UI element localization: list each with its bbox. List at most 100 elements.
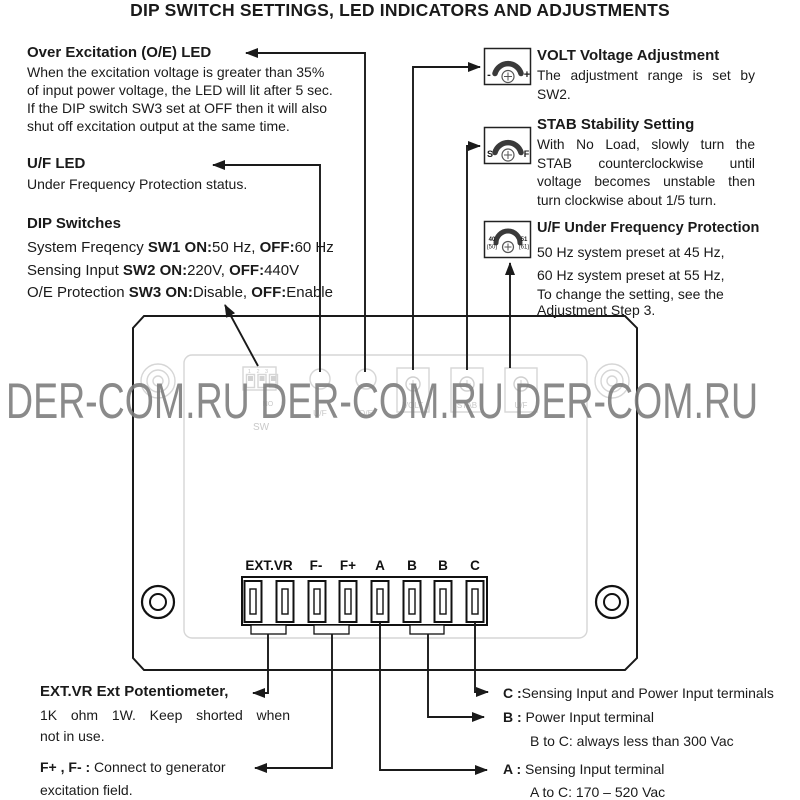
stab-line2: STAB counterclockwise until xyxy=(537,155,755,171)
uf-preset-50: 50 Hz system preset at 45 Hz, xyxy=(537,244,725,260)
uf-note-line1: To change the setting, see the xyxy=(537,286,724,302)
dip-row1-pre: System Freqency xyxy=(27,239,148,256)
dip-row3-off: OFF: xyxy=(251,284,287,301)
b-terminal-label: B : xyxy=(503,709,522,725)
oe-led-description: When the excitation voltage is greater t… xyxy=(27,63,333,135)
f-terminal-text: Connect to generator xyxy=(90,759,226,775)
dip-row3-sw: SW3 ON: xyxy=(128,284,193,301)
stab-callout-line xyxy=(466,141,481,370)
led-oe-lamp xyxy=(355,368,377,390)
terminal-block xyxy=(241,576,488,635)
volt-line2: SW2. xyxy=(537,86,571,102)
pot3-label: U/F xyxy=(515,401,528,410)
uf-arc xyxy=(493,228,523,246)
stab-screw-icon xyxy=(501,148,515,162)
dip-row3-off-value: Enable xyxy=(286,284,333,301)
dip-sw-label: SW xyxy=(253,422,270,433)
uf-screw-icon xyxy=(501,240,515,254)
terminal-label-b2: B xyxy=(438,558,448,573)
stab-line3: voltage becomes unstable then xyxy=(537,174,755,189)
dip-row1-on-value: 50 Hz, xyxy=(212,239,260,256)
volt-trimmer-icon: - + xyxy=(483,47,532,86)
a-terminal-label: A : xyxy=(503,761,522,777)
stab-heading: STAB Stability Setting xyxy=(537,116,695,133)
volt-callout-line xyxy=(412,62,481,370)
stab-line4: turn clockwise about 1/5 turn. xyxy=(537,192,717,208)
terminal-pair-brackets xyxy=(250,624,445,635)
extvr-line2: not in use. xyxy=(40,727,105,744)
stab-line1: With No Load, slowly turn the xyxy=(537,137,755,152)
dip-row2-off: OFF: xyxy=(229,261,265,279)
oe-led-line4: shut off excitation output at the same t… xyxy=(27,118,290,134)
mount-hole-top-right xyxy=(594,363,630,399)
c-terminal-line xyxy=(474,622,489,697)
b-terminal-description-line2: B to C: always less than 300 Vac xyxy=(530,733,734,749)
dip-row1-sw: SW1 ON: xyxy=(147,239,213,256)
page-title: DIP SWITCH SETTINGS, LED INDICATORS AND … xyxy=(130,0,670,20)
oe-led-line1: When the excitation voltage is greater t… xyxy=(27,64,325,80)
c-terminal-description: C :Sensing Input and Power Input termina… xyxy=(503,685,774,701)
pot2-label: STAB xyxy=(457,401,477,410)
uf-led-heading: U/F LED xyxy=(27,155,86,172)
uf-50-label: (50) xyxy=(487,245,498,251)
device-internal-faint-labels: 1 2 3 NO SW U/F O/E VOLT STAB U/F xyxy=(248,369,528,433)
uf-protection-heading: U/F Under Frequency Protection xyxy=(537,220,760,236)
uf-40-label: 40 xyxy=(489,237,496,243)
f-terminal-label: F+ , F- : xyxy=(40,759,91,775)
a-terminal-text: Sensing Input terminal xyxy=(521,761,665,777)
dip-row1-off: OFF: xyxy=(259,239,295,256)
volt-plus-label: + xyxy=(524,69,530,81)
mount-hole-bottom-right xyxy=(594,584,630,620)
dip-no-label: NO xyxy=(263,401,274,408)
stab-f-label: F xyxy=(524,149,530,159)
volt-line1: The adjustment range is set by xyxy=(537,68,755,83)
dip-numbers-label: 1 2 3 xyxy=(248,369,270,375)
stab-s-label: S xyxy=(487,149,493,159)
f-terminal-description-line2: excitation field. xyxy=(40,782,133,798)
oe-led-line2: of input power voltage, the LED will lit… xyxy=(27,82,333,98)
oe-led-callout-line xyxy=(245,48,366,372)
dip-row2-pre: Sensing Input xyxy=(27,261,123,279)
dip-switches-heading: DIP Switches xyxy=(27,215,121,232)
f-terminal-line xyxy=(254,634,333,773)
dip-row3-on-value: Disable, xyxy=(192,284,252,301)
b-terminal-line xyxy=(427,634,485,722)
volt-minus-label: - xyxy=(487,69,491,81)
oe-led-line3: If the DIP switch SW3 set at OFF then it… xyxy=(27,100,328,116)
dip-switch-block xyxy=(242,366,279,391)
a-terminal-description: A : Sensing Input terminal xyxy=(503,761,664,777)
led2-label: O/E xyxy=(359,408,374,418)
callout-lines xyxy=(212,48,515,775)
dip-row-sw1: System Freqency SW1 ON:50 Hz, OFF:60 Hz xyxy=(27,237,334,260)
c-terminal-text: Sensing Input and Power Input terminals xyxy=(521,685,774,701)
uf-led-description: Under Frequency Protection status. xyxy=(27,176,248,192)
terminal-label-c: C xyxy=(470,558,480,573)
inner-panel xyxy=(183,354,588,639)
a-terminal-description-line2: A to C: 170 – 520 Vac xyxy=(530,784,666,800)
uf-51-label: 51 xyxy=(521,237,528,243)
oe-led-heading: Over Excitation (O/E) LED xyxy=(27,44,212,61)
pot-uf xyxy=(504,367,538,413)
volt-description: The adjustment range is set by SW2. xyxy=(537,67,755,104)
dip-row-sw2: Sensing Input SW2 ON:220V, OFF:440V xyxy=(27,260,334,283)
dip-switches-table: System Freqency SW1 ON:50 Hz, OFF:60 Hz … xyxy=(27,237,334,305)
uf-protection-note: To change the setting, see the Adjustmen… xyxy=(537,286,724,318)
dip-row2-on-value: 220V, xyxy=(187,261,230,279)
led1-label: U/F xyxy=(313,408,327,418)
dip-row1-off-value: 60 Hz xyxy=(294,239,334,256)
terminal-labels: EXT.VR F- F+ A B B C xyxy=(245,558,480,573)
volt-arc xyxy=(492,60,524,77)
dip-row3-pre: O/E Protection xyxy=(27,284,129,301)
terminal-label-fplus: F+ xyxy=(340,558,356,573)
a-terminal-line xyxy=(379,622,488,775)
stab-arc xyxy=(492,139,524,156)
b-terminal-text: Power Input terminal xyxy=(521,709,654,725)
mount-hole-top-left xyxy=(140,363,176,399)
pot1-label: VOLT xyxy=(403,401,423,410)
volt-screw-icon xyxy=(501,69,515,84)
extvr-heading: EXT.VR Ext Potentiometer, xyxy=(40,683,229,700)
terminal-slots xyxy=(243,580,485,623)
stab-description: With No Load, slowly turn the STAB count… xyxy=(537,136,755,210)
